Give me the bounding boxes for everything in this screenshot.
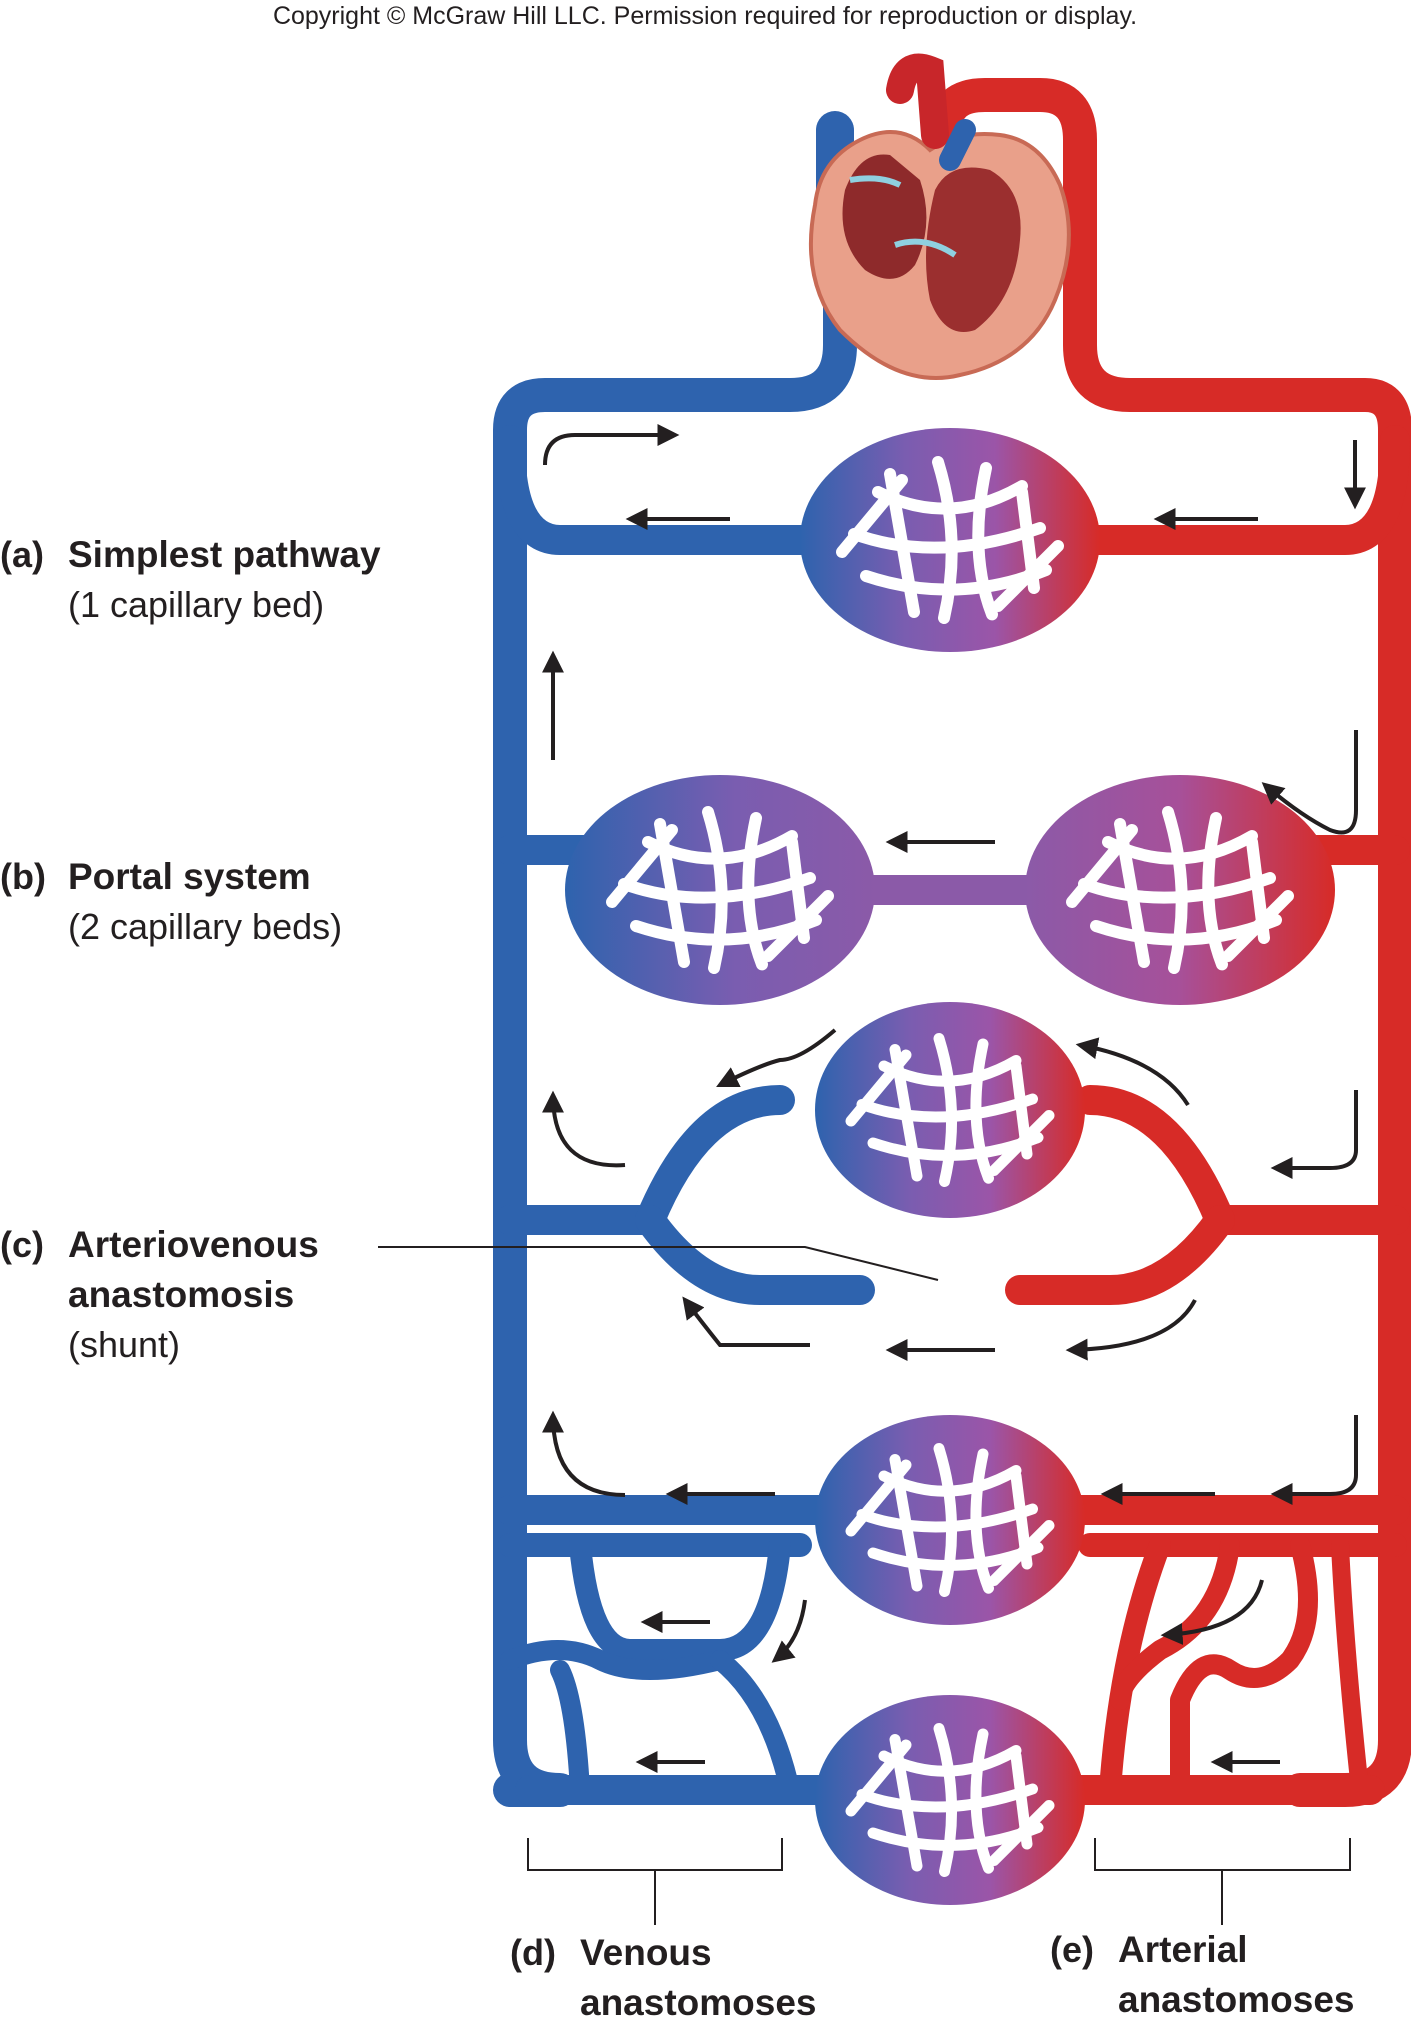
- capillary-bed-a: [800, 428, 1100, 652]
- svg-text:(e): (e): [1050, 1929, 1094, 1970]
- svg-text:Arteriovenous: Arteriovenous: [68, 1224, 319, 1265]
- label-a: (a) Simplest pathway (1 capillary bed): [0, 534, 381, 625]
- label-c: (c) Arteriovenous anastomosis (shunt): [0, 1224, 319, 1365]
- capillary-bed-d: [815, 1415, 1085, 1625]
- svg-text:(a): (a): [0, 534, 44, 575]
- svg-text:(d): (d): [510, 1932, 556, 1973]
- copyright-text: Copyright © McGraw Hill LLC. Permission …: [273, 2, 1137, 30]
- capillary-bed-b1: [565, 775, 875, 1005]
- svg-text:(b): (b): [0, 856, 46, 897]
- svg-text:anastomoses: anastomoses: [1118, 1979, 1355, 2020]
- svg-text:Venous: Venous: [580, 1932, 712, 1973]
- svg-text:(c): (c): [0, 1224, 44, 1265]
- arterial-vessels: [928, 78, 1411, 1807]
- capillary-bed-c: [815, 1002, 1085, 1218]
- svg-text:anastomoses: anastomoses: [580, 1982, 817, 2023]
- svg-text:Portal system: Portal system: [68, 856, 311, 897]
- venous-vessels: [493, 253, 875, 1807]
- arterial-bracket: [1094, 1838, 1351, 1925]
- label-b: (b) Portal system (2 capillary beds): [0, 856, 342, 947]
- svg-text:Arterial: Arterial: [1118, 1929, 1248, 1970]
- heart-icon: [808, 53, 1071, 380]
- svg-text:(1 capillary bed): (1 capillary bed): [68, 584, 324, 625]
- capillary-bed-e: [815, 1695, 1085, 1905]
- venous-bracket: [527, 1838, 783, 1925]
- svg-text:(shunt): (shunt): [68, 1324, 180, 1365]
- label-d: (d) Venous anastomoses: [510, 1932, 817, 2023]
- flow-arrows: [542, 424, 1366, 1773]
- capillary-bed-b2: [1025, 775, 1335, 1005]
- svg-text:Simplest pathway: Simplest pathway: [68, 534, 381, 575]
- label-e: (e) Arterial anastomoses: [1050, 1929, 1355, 2020]
- svg-text:(2 capillary beds): (2 capillary beds): [68, 906, 342, 947]
- svg-text:anastomosis: anastomosis: [68, 1274, 294, 1315]
- av-anastomosis-leader-line: [378, 1246, 939, 1281]
